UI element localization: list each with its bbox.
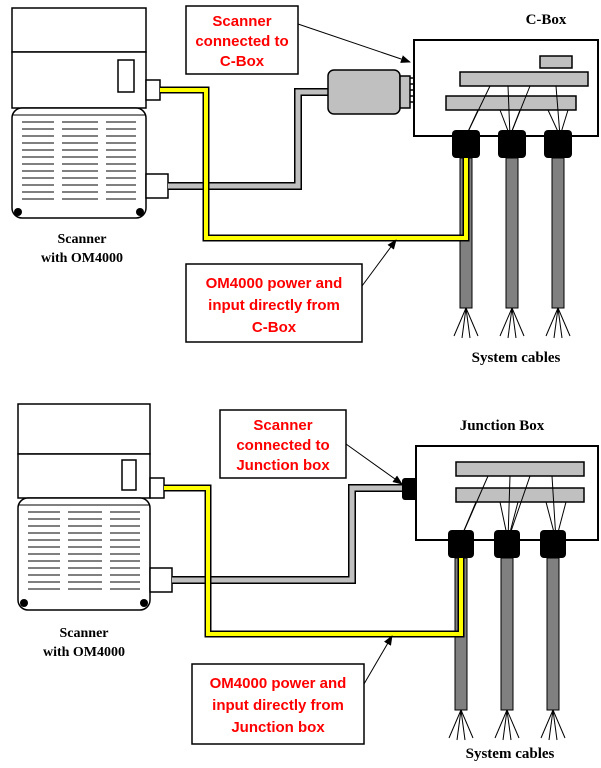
cables-label-top: System cables (472, 350, 561, 366)
arrow-power-bottom (363, 635, 393, 685)
box-title-top: C-Box (526, 12, 567, 28)
callout-power-line1-top: OM4000 power and (206, 275, 343, 292)
callout-connected-line1-top: Scanner (212, 13, 271, 30)
callout-connected-top (185, 5, 299, 75)
gray-cable-top (168, 88, 330, 190)
scanner-label-line2-top: with OM4000 (41, 251, 123, 266)
scanner-label-line1-top: Scanner (58, 232, 107, 247)
top-diagram: C-Box Scanner with OM4000 Scanner connec… (11, 5, 599, 366)
scanner-label-line1-bottom: Scanner (60, 626, 109, 641)
callout-connected-line2-top: connected to (195, 33, 288, 50)
callout-connected-line3-top: C-Box (220, 53, 265, 70)
system-cables-top (453, 157, 571, 339)
callout-connected-line2-bottom: connected to (236, 437, 329, 454)
callout-power-top (185, 263, 363, 343)
scanner-device-top (11, 7, 169, 219)
callout-connected-line3-bottom: Junction box (236, 457, 330, 474)
c-box (413, 39, 599, 158)
cable-plug-bottom (402, 478, 418, 500)
box-title-bottom: Junction Box (460, 418, 545, 434)
system-cables-bottom (448, 557, 566, 741)
callout-power-bottom (191, 663, 365, 745)
callout-connected-line1-bottom: Scanner (253, 417, 312, 434)
arrow-connected-top (297, 23, 411, 63)
callout-power-line3-top: C-Box (252, 319, 297, 336)
callout-connected-bottom (219, 409, 347, 479)
callout-power-line2-bottom: input directly from (212, 697, 344, 714)
bottom-diagram: Junction Box Scanner with OM4000 Scanner… (17, 403, 599, 762)
callout-power-line3-bottom: Junction box (231, 719, 325, 736)
cable-plug-top (327, 69, 401, 115)
arrow-power-top (361, 239, 397, 287)
cables-label-bottom: System cables (466, 746, 555, 762)
junction-box (415, 445, 599, 558)
callout-power-line2-top: input directly from (208, 297, 340, 314)
arrow-connected-bottom (345, 443, 403, 485)
scanner-label-line2-bottom: with OM4000 (43, 645, 125, 660)
callout-power-line1-bottom: OM4000 power and (210, 675, 347, 692)
scanner-device-bottom (17, 403, 173, 611)
